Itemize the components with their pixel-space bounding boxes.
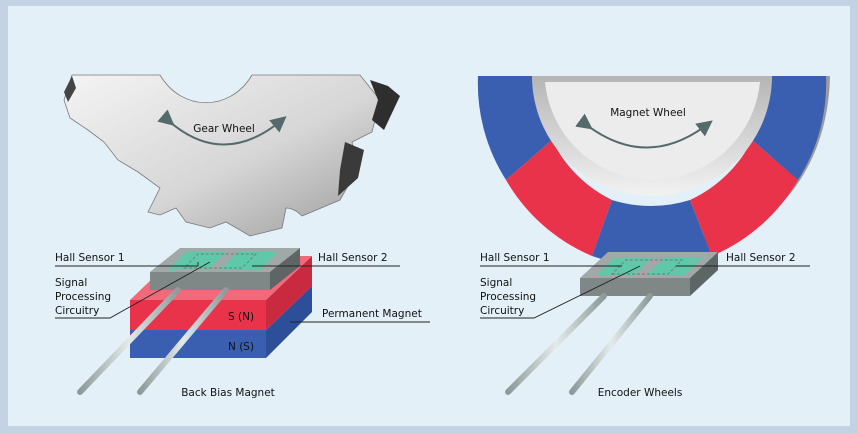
- left-hall-sensor-2-label: Hall Sensor 2: [318, 252, 388, 264]
- left-callouts: Hall Sensor 1 Hall Sensor 2 Signal Proce…: [55, 252, 430, 399]
- left-hall-sensor-1-label: Hall Sensor 1: [55, 252, 125, 264]
- left-signal-line-2: Processing: [55, 291, 111, 303]
- right-hall-sensor-1-label: Hall Sensor 1: [480, 252, 550, 264]
- right-signal-line-2: Processing: [480, 291, 536, 303]
- right-hall-sensor-2-label: Hall Sensor 2: [726, 252, 796, 264]
- hall-sensor-1-element: [168, 252, 226, 270]
- right-signal-line-1: Signal: [480, 277, 512, 289]
- left-caption: Back Bias Magnet: [181, 387, 275, 399]
- magnet-north-block: [130, 330, 266, 358]
- magnet-wheel: Magnet Wheel: [477, 76, 830, 267]
- right-signal-line-3: Circuitry: [480, 305, 524, 317]
- right-callouts: Hall Sensor 1 Hall Sensor 2 Signal Proce…: [480, 252, 810, 399]
- magnet-south-label: S (N): [228, 311, 254, 323]
- right-hall-sensor-1-element: [596, 258, 652, 276]
- encoder-sensor-assembly: [505, 252, 718, 395]
- right-caption: Encoder Wheels: [598, 387, 683, 399]
- permanent-magnet-label: Permanent Magnet: [322, 308, 422, 320]
- magnet-wheel-label: Magnet Wheel: [610, 107, 686, 119]
- right-hall-sensor-2-element: [646, 258, 702, 276]
- left-signal-line-1: Signal: [55, 277, 87, 289]
- gear-wheel: Gear Wheel: [63, 74, 400, 237]
- left-signal-line-3: Circuitry: [55, 305, 99, 317]
- gear-wheel-label: Gear Wheel: [193, 123, 255, 135]
- magnet-north-label: N (S): [228, 341, 254, 353]
